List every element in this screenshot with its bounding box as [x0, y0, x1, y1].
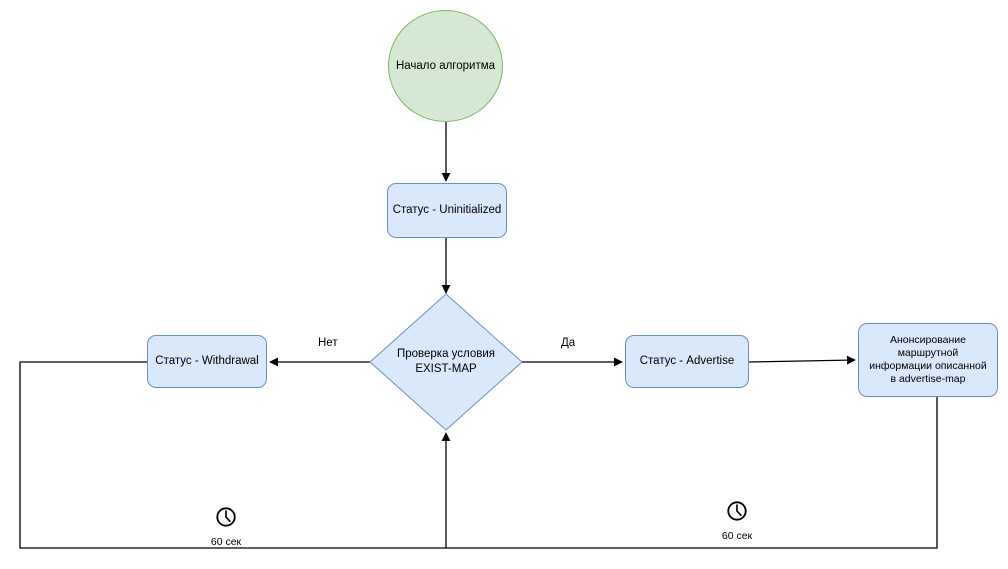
- node-decision-exist-map-label: Проверка условия EXIST-MAP: [370, 330, 522, 394]
- clock-icon: [726, 500, 748, 527]
- edge-announce-loop: [446, 397, 938, 549]
- node-status-uninitialized[interactable]: Статус - Uninitialized: [387, 183, 507, 238]
- edge-advertise-to-announce: [748, 355, 856, 365]
- node-status-advertise-label: Статус - Advertise: [639, 355, 735, 368]
- node-announce-advertise-map[interactable]: Анонсирование маршрутной информации опис…: [858, 323, 998, 397]
- edge-label-yes-text: Да: [561, 337, 576, 349]
- node-status-uninitialized-label: Статус - Uninitialized: [392, 204, 502, 217]
- edge-label-no: Нет: [318, 337, 338, 349]
- timer-right: 60 сек: [697, 500, 777, 542]
- node-announce-advertise-map-label: Анонсирование маршрутной информации опис…: [869, 334, 987, 385]
- timer-right-caption: 60 сек: [721, 530, 753, 542]
- decision-label-text: Проверка условия EXIST-MAP: [396, 348, 496, 375]
- clock-icon: [215, 506, 237, 533]
- decision-node-shape[interactable]: [369, 293, 523, 431]
- edge-label-no-text: Нет: [318, 337, 338, 349]
- timer-left: 60 сек: [186, 506, 266, 548]
- node-status-withdrawal[interactable]: Статус - Withdrawal: [147, 335, 267, 388]
- node-status-withdrawal-label: Статус - Withdrawal: [155, 355, 259, 368]
- node-status-advertise[interactable]: Статус - Advertise: [625, 335, 749, 388]
- node-start-label: Начало алгоритма: [395, 59, 496, 72]
- timer-left-caption: 60 сек: [210, 536, 242, 548]
- edge-label-yes: Да: [561, 337, 575, 349]
- node-start[interactable]: Начало алгоритма: [388, 10, 503, 122]
